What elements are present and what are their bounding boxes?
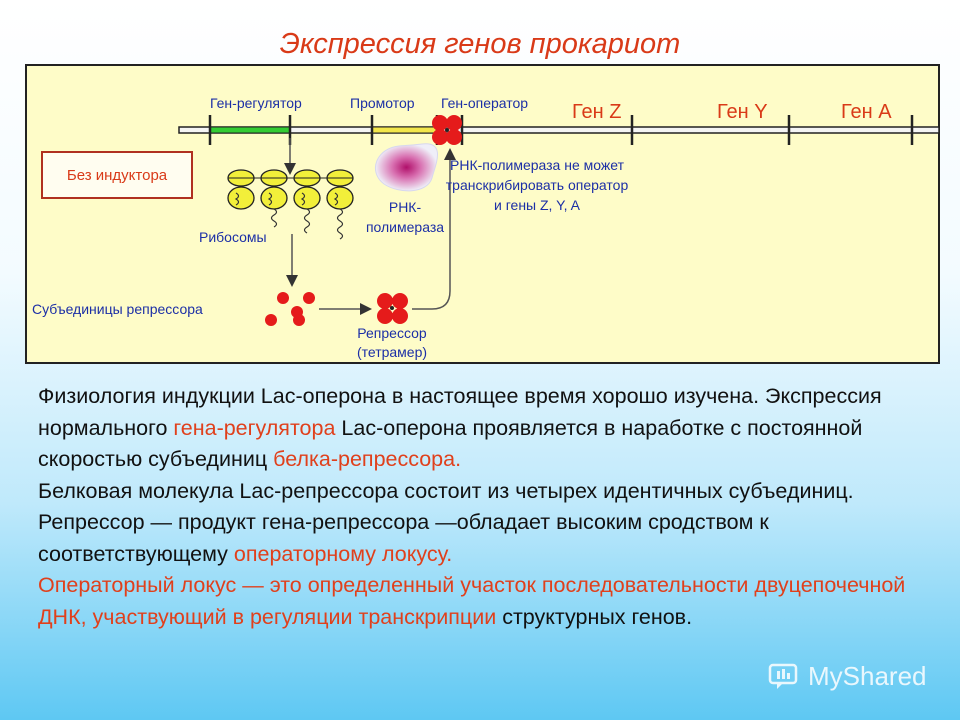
label-gene-operator: Ген-оператор [441, 95, 528, 111]
lac-operon-diagram: Ген-регулятор Промотор Ген-оператор Ген … [25, 64, 940, 364]
ribosomes-group [227, 169, 354, 240]
p3-text-b: структурных генов. [496, 604, 693, 629]
p1-highlight-repressor-protein: белка-репрессора. [273, 447, 462, 471]
paragraph-2: Белковая молекула Lac-репрессора состоит… [38, 476, 938, 571]
paragraph-3: Операторный локус — это определенный уча… [38, 570, 938, 633]
slide-title: Экспрессия генов прокариот [279, 28, 681, 60]
p3-highlight-definition: Операторный локус — это определенный уча… [38, 573, 906, 629]
no-inducer-box: Без индуктора [41, 151, 193, 199]
myshared-watermark: MyShared [768, 658, 927, 694]
ribosome [227, 169, 255, 210]
dna-strand [178, 115, 940, 145]
label-gene-y: Ген Y [717, 101, 768, 123]
label-cannot-3: и гены Z, Y, A [494, 197, 581, 213]
promoter-region [371, 126, 438, 134]
ribosome [260, 169, 288, 228]
myshared-logo-icon [768, 663, 798, 689]
label-promoter: Промотор [350, 95, 415, 111]
p1-highlight-gene-regulator: гена-регулятора [173, 415, 336, 440]
label-gene-z: Ген Z [572, 101, 621, 123]
ribosome [293, 169, 321, 234]
rna-polymerase-blob [374, 143, 438, 192]
label-gene-a: Ген А [841, 101, 892, 123]
label-gene-regulator: Ген-регулятор [210, 95, 302, 111]
label-rna-pol-2: полимераза [366, 219, 444, 235]
p1-text-a: Физиология индукции Lac-оперона в настоя… [38, 384, 882, 440]
p2-text-a: Белковая молекула Lac-репрессора состоит… [38, 478, 854, 566]
regulator-region [209, 126, 291, 134]
binding-arrow [412, 148, 456, 310]
p2-highlight-operator-locus: операторному локусу. [233, 541, 453, 566]
label-repressor-subunits: Субъединицы репрессора [32, 301, 203, 317]
ribosome [326, 169, 354, 240]
operator-bound-repressor [432, 115, 462, 145]
label-ribosomes: Рибосомы [199, 229, 267, 245]
label-cannot-2: транскрибировать оператор [446, 177, 629, 193]
label-no-inducer: Без индуктора [67, 167, 168, 184]
slide-body-text: Физиология индукции Lac-оперона в настоя… [38, 381, 938, 633]
watermark-text: MyShared [808, 660, 927, 691]
repressor-subunits [265, 292, 315, 326]
label-repressor-2: (тетрамер) [357, 344, 427, 360]
label-repressor-1: Репрессор [357, 325, 427, 341]
diagram-canvas: Ген-регулятор Промотор Ген-оператор Ген … [32, 95, 940, 360]
p1-text-b: Lac-оперона проявляется в наработке с по… [38, 415, 863, 472]
repressor-tetramer [377, 293, 408, 324]
paragraph-1: Физиология индукции Lac-оперона в настоя… [38, 381, 938, 476]
label-rna-pol-1: РНК- [389, 199, 422, 215]
label-cannot-1: РНК-полимераза не может [450, 157, 625, 173]
